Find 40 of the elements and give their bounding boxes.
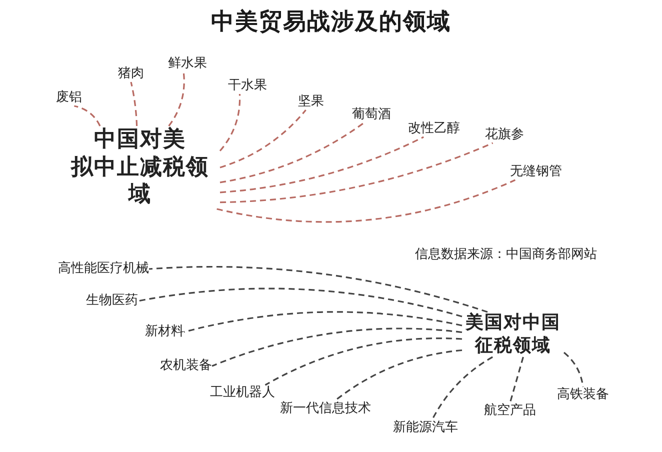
category-label: 高性能医疗机械	[58, 261, 149, 278]
category-label: 农机装备	[160, 358, 212, 374]
dashed-connector	[148, 266, 488, 313]
category-label: 新能源汽车	[393, 420, 458, 436]
dashed-connector	[334, 349, 462, 402]
dashed-connector	[219, 94, 241, 152]
dashed-connector	[264, 338, 462, 386]
category-label: 新一代信息技术	[280, 401, 371, 418]
dashed-connector	[138, 288, 462, 318]
category-label: 新材料	[145, 324, 184, 340]
hub-label: 中国对美 拟中止减税领域	[60, 126, 220, 208]
source-note: 信息数据来源：中国商务部网站	[415, 246, 597, 263]
hub-label: 美国对中国 征税领域	[462, 312, 564, 357]
category-label: 猪肉	[118, 66, 144, 82]
category-label: 无缝钢管	[510, 164, 562, 180]
dashed-connector	[212, 328, 462, 367]
category-label: 工业机器人	[210, 385, 275, 402]
category-label: 花旗参	[485, 127, 524, 144]
diagram-title: 中美贸易战涉及的领域	[210, 8, 452, 37]
dashed-connector	[168, 72, 185, 126]
category-label: 葡萄酒	[352, 107, 391, 124]
dashed-connector	[74, 105, 101, 126]
dashed-connector	[220, 122, 364, 184]
dashed-connector	[563, 352, 584, 388]
dashed-connector	[220, 136, 424, 194]
dashed-connector	[184, 311, 462, 333]
dashed-connector	[216, 179, 516, 223]
category-label: 废铝	[56, 90, 82, 106]
dashed-connector	[220, 142, 494, 204]
category-label: 鲜水果	[168, 56, 207, 72]
dashed-connector	[431, 356, 493, 420]
dashed-connector	[509, 356, 524, 404]
dashed-connector	[220, 109, 306, 168]
dashed-connector	[130, 82, 138, 126]
category-label: 高铁装备	[557, 387, 609, 404]
category-label: 航空产品	[484, 403, 536, 420]
category-label: 生物医药	[86, 293, 138, 310]
category-label: 干水果	[228, 78, 267, 94]
category-label: 坚果	[298, 94, 324, 110]
category-label: 改性乙醇	[408, 121, 460, 138]
